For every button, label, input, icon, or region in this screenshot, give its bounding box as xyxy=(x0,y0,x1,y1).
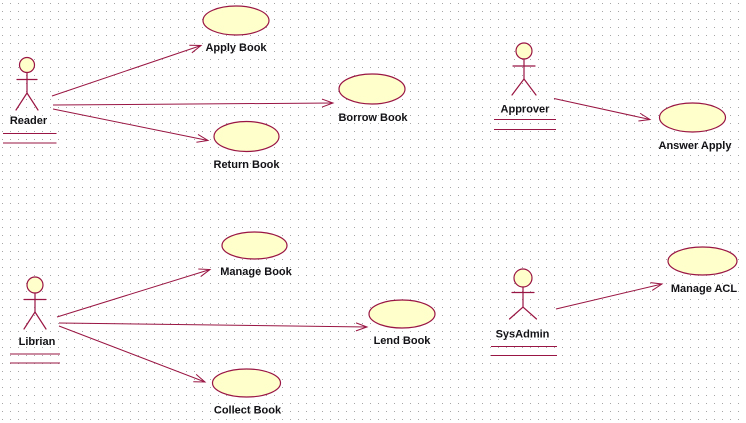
association-reader-apply-book[interactable] xyxy=(51,44,203,97)
usecase-ellipse[interactable] xyxy=(667,246,738,276)
usecase-ellipse[interactable] xyxy=(658,102,727,133)
usecase-label: Answer Apply xyxy=(659,140,733,152)
actor-sysadmin[interactable]: SysAdmin xyxy=(491,268,557,356)
association-sysadmin-manage-acl[interactable] xyxy=(555,282,664,310)
usecase-ellipse[interactable] xyxy=(338,73,406,105)
actor-approver[interactable]: Approver xyxy=(494,42,556,130)
association-approver-answer-apply[interactable] xyxy=(553,98,652,122)
association-librian-manage-book[interactable] xyxy=(56,268,212,318)
actor-label: Librian xyxy=(19,336,56,348)
actor-label: SysAdmin xyxy=(496,329,550,341)
actor-legs xyxy=(15,91,39,111)
actor-head xyxy=(515,42,533,60)
actor-reader[interactable]: Reader xyxy=(3,56,57,144)
usecase-borrow-book[interactable]: Borrow Book xyxy=(338,73,408,124)
actor-label: Approver xyxy=(501,104,551,116)
usecase-label: Return Book xyxy=(214,159,281,171)
association-librian-collect-book[interactable] xyxy=(58,325,207,383)
usecase-lend-book[interactable]: Lend Book xyxy=(368,299,436,347)
usecase-ellipse[interactable] xyxy=(202,5,270,36)
usecase-label: Collect Book xyxy=(214,405,282,417)
actor-librian[interactable]: Librian xyxy=(10,276,60,364)
usecase-label: Manage Book xyxy=(220,266,292,278)
association-reader-return-book[interactable] xyxy=(52,108,210,143)
usecase-label: Lend Book xyxy=(374,335,432,347)
usecase-label: Manage ACL xyxy=(671,283,737,295)
actor-legs xyxy=(508,306,538,320)
usecase-manage-acl[interactable]: Manage ACL xyxy=(667,246,738,295)
actor-legs xyxy=(511,78,537,96)
usecase-collect-book[interactable]: Collect Book xyxy=(211,368,282,417)
actor-head xyxy=(18,56,36,74)
actor-head xyxy=(26,276,44,294)
usecase-label: Borrow Book xyxy=(338,112,408,124)
association-reader-borrow-book[interactable] xyxy=(52,98,335,108)
associations xyxy=(51,44,664,383)
usecase-return-book[interactable]: Return Book xyxy=(213,120,281,172)
actor-legs xyxy=(23,310,47,330)
usecase-ellipse[interactable] xyxy=(368,299,436,329)
usecase-answer-apply[interactable]: Answer Apply xyxy=(658,102,733,152)
usecase-ellipse[interactable] xyxy=(211,368,282,398)
usecase-label: Apply Book xyxy=(205,42,267,54)
usecase-ellipse[interactable] xyxy=(221,231,288,260)
association-librian-lend-book[interactable] xyxy=(58,322,369,332)
usecase-ellipse[interactable] xyxy=(213,120,280,153)
actor-head xyxy=(513,268,533,288)
usecase-apply-book[interactable]: Apply Book xyxy=(202,5,270,54)
actor-label: Reader xyxy=(10,115,48,127)
usecase-manage-book[interactable]: Manage Book xyxy=(220,231,293,278)
